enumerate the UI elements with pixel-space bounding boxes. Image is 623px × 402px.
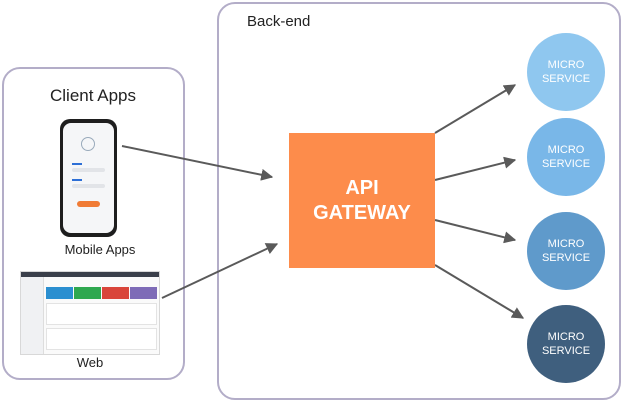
- microservice-3-line2: SERVICE: [541, 252, 591, 264]
- arrow-gateway-to-service-2: [434, 156, 517, 181]
- mobile-phone-icon: [60, 119, 117, 237]
- microservice-2-line1: MICRO: [547, 144, 585, 156]
- api-gateway-box: API GATEWAY: [289, 133, 435, 268]
- web-dashboard-icon: [20, 271, 160, 355]
- arrow-gateway-to-service-3: [434, 219, 517, 244]
- arrow-gateway-to-service-1: [434, 84, 517, 134]
- backend-title: Back-end: [247, 13, 311, 30]
- microservice-3: MICRO SERVICE: [527, 212, 605, 290]
- microservice-1-line2: SERVICE: [541, 73, 591, 85]
- web-caption: Web: [76, 355, 104, 370]
- microservice-2-line2: SERVICE: [541, 158, 591, 170]
- microservice-2: MICRO SERVICE: [527, 118, 605, 196]
- arrow-mobile-to-gateway: [121, 145, 274, 181]
- mobile-apps-caption: Mobile Apps: [64, 242, 136, 257]
- gateway-label-line1: API: [345, 176, 379, 199]
- microservice-1-line1: MICRO: [547, 59, 585, 71]
- microservice-4-line2: SERVICE: [541, 345, 591, 357]
- microservice-1: MICRO SERVICE: [527, 33, 605, 111]
- gateway-label-line2: GATEWAY: [313, 201, 411, 224]
- client-apps-title: Client Apps: [50, 86, 136, 105]
- microservice-4-line1: MICRO: [547, 331, 585, 343]
- arrow-gateway-to-service-4: [434, 264, 525, 319]
- arrow-web-to-gateway: [161, 243, 279, 299]
- microservice-3-line1: MICRO: [547, 238, 585, 250]
- microservice-4: MICRO SERVICE: [527, 305, 605, 383]
